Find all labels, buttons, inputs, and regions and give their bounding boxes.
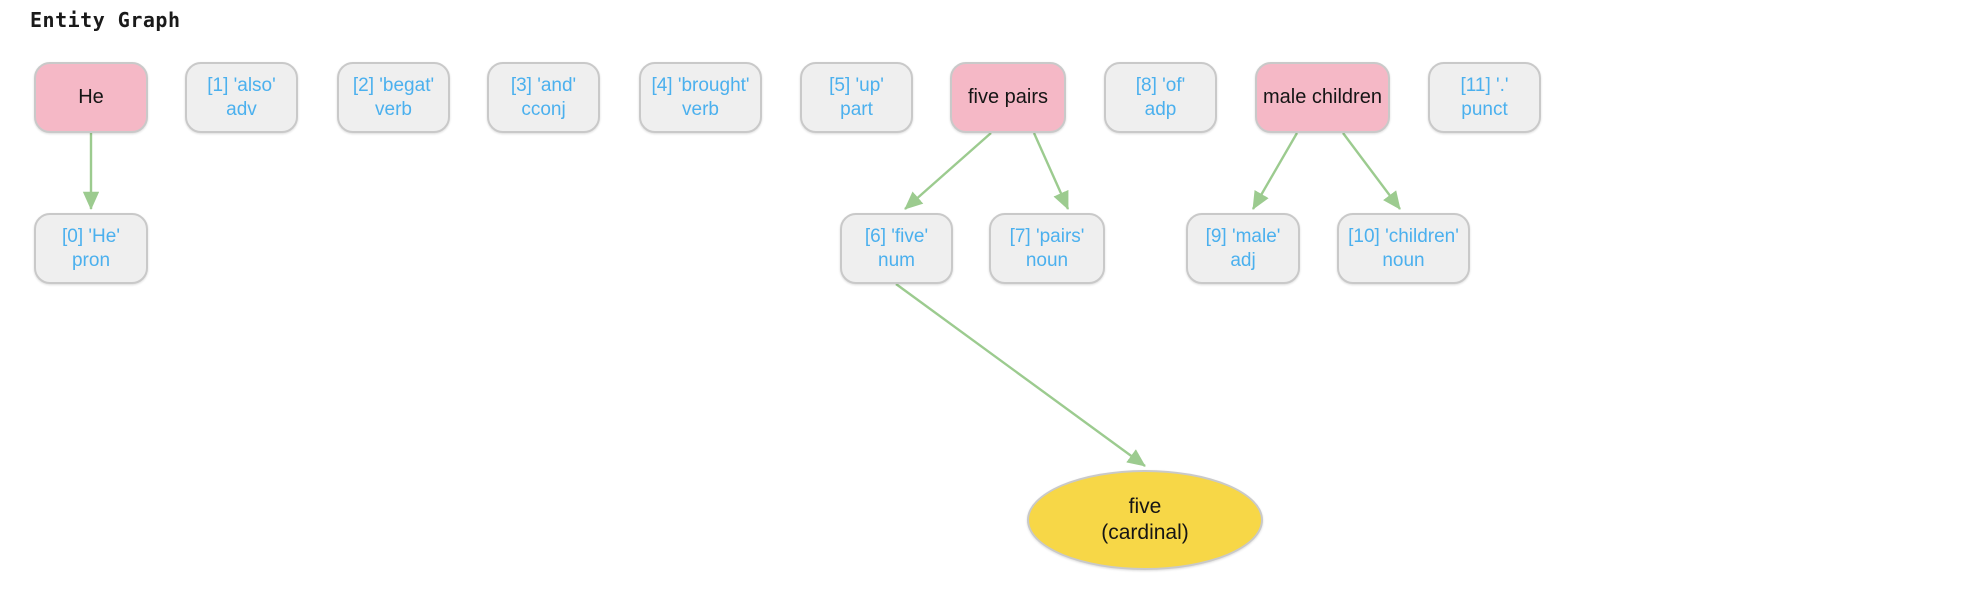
graph-node-tok8-line1: [8] 'of' (1135, 75, 1186, 97)
graph-edge-malechildren-tok10 (1342, 132, 1401, 210)
graph-edge-malechildren-tok9 (1251, 132, 1299, 210)
graph-node-tok10-line1: [10] 'children' (1348, 226, 1459, 248)
graph-node-tok11[interactable]: [11] '.'punct (1428, 62, 1541, 133)
graph-node-tok5-line2: part (840, 98, 873, 120)
graph-node-tok9[interactable]: [9] 'male'adj (1186, 213, 1300, 284)
graph-node-tok9-line1: [9] 'male' (1205, 226, 1281, 248)
graph-node-fivepairs[interactable]: five pairs (950, 62, 1066, 133)
graph-node-tok8[interactable]: [8] 'of'adp (1104, 62, 1217, 133)
graph-node-malechildren-line1: male children (1263, 86, 1382, 109)
graph-node-tok0-line1: [0] 'He' (62, 226, 120, 248)
graph-node-tok9-line2: adj (1230, 249, 1256, 271)
graph-node-fivecardinal-line2: (cardinal) (1101, 521, 1189, 544)
graph-node-tok5-line1: [5] 'up' (829, 75, 884, 97)
graph-node-tok3-line1: [3] 'and' (510, 75, 577, 97)
graph-node-tok3-line2: cconj (521, 98, 566, 120)
graph-node-fivecardinal[interactable]: five(cardinal) (1027, 470, 1263, 570)
graph-node-tok2[interactable]: [2] 'begat'verb (337, 62, 450, 133)
graph-node-tok10-line2: noun (1382, 249, 1425, 271)
graph-node-tok7-line1: [7] 'pairs' (1009, 226, 1085, 248)
graph-node-tok8-line2: adp (1144, 98, 1177, 120)
graph-node-tok0[interactable]: [0] 'He'pron (34, 213, 148, 284)
graph-node-tok4-line2: verb (682, 98, 719, 120)
graph-node-tok2-line2: verb (375, 98, 412, 120)
graph-edge-tok6-fivecardinal (895, 283, 1146, 467)
page-title: Entity Graph (30, 8, 181, 32)
graph-node-tok6-line2: num (878, 249, 915, 271)
graph-edge-fivepairs-tok6 (904, 132, 992, 210)
graph-node-tok2-line1: [2] 'begat' (352, 75, 435, 97)
graph-node-malechildren[interactable]: male children (1255, 62, 1390, 133)
graph-node-tok11-line1: [11] '.' (1460, 75, 1509, 97)
graph-edge-fivepairs-tok7 (1032, 132, 1070, 210)
graph-node-tok11-line2: punct (1461, 98, 1508, 120)
graph-node-tok1-line2: adv (226, 98, 257, 120)
graph-node-tok7[interactable]: [7] 'pairs'noun (989, 213, 1105, 284)
graph-node-fivepairs-line1: five pairs (967, 86, 1049, 109)
graph-node-tok4[interactable]: [4] 'brought'verb (639, 62, 762, 133)
graph-node-fivecardinal-line1: five (1128, 495, 1162, 519)
graph-node-tok1-line1: [1] 'also' (207, 75, 276, 97)
graph-node-tok5[interactable]: [5] 'up'part (800, 62, 913, 133)
graph-node-tok3[interactable]: [3] 'and'cconj (487, 62, 600, 133)
graph-node-tok7-line2: noun (1025, 249, 1069, 271)
graph-node-he[interactable]: He (34, 62, 148, 133)
graph-node-tok10[interactable]: [10] 'children'noun (1337, 213, 1470, 284)
graph-edges (82, 132, 1401, 467)
graph-node-tok6-line1: [6] 'five' (864, 226, 929, 248)
graph-node-tok4-line1: [4] 'brought' (651, 75, 750, 97)
graph-node-he-line1: He (78, 86, 104, 109)
graph-node-tok0-line2: pron (71, 249, 111, 271)
graph-node-tok6[interactable]: [6] 'five'num (840, 213, 953, 284)
graph-node-tok1[interactable]: [1] 'also'adv (185, 62, 298, 133)
